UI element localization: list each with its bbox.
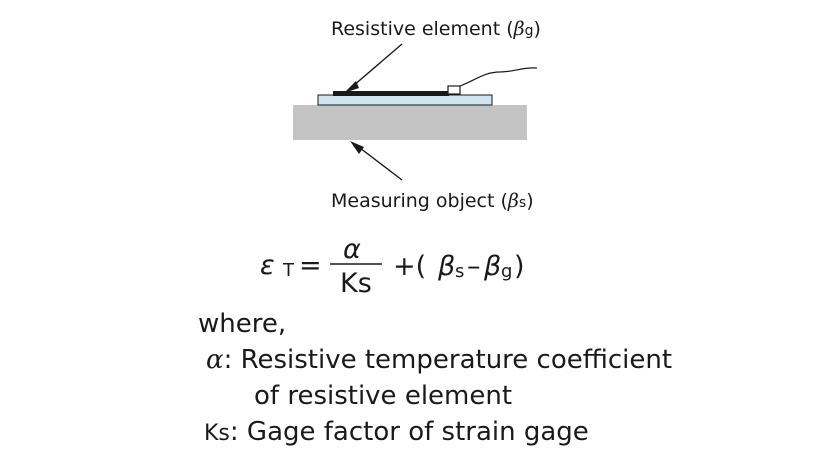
legend-ks-row: Ks: Gage factor of strain gage: [198, 414, 672, 452]
thermal-output-formula: ε T = α Ks +( β s – β g ): [260, 234, 525, 299]
formula-beta-s-sub: s: [455, 261, 464, 282]
measuring-object-label: Measuring object (βs): [331, 190, 534, 212]
resistive-element-label: Resistive element (βg): [331, 18, 541, 40]
lead-tab: [447, 85, 461, 95]
resistive-element-strip: [333, 91, 449, 96]
formula-beta-s: β: [437, 251, 455, 282]
formula-epsilon: ε: [260, 250, 275, 281]
resistive-element-arrowhead: [344, 81, 359, 93]
formula-beta-g-sub: g: [501, 261, 512, 282]
formula-denominator: Ks: [340, 268, 372, 299]
measuring-object-arrowhead: [350, 141, 364, 154]
legend-alpha-symbol: α: [206, 345, 224, 375]
resistive-element-arrow: [352, 43, 403, 87]
legend-alpha-text-cont: of resistive element: [254, 381, 513, 411]
formula-minus: –: [467, 251, 481, 282]
formula-epsilon-sub: T: [282, 260, 295, 281]
formula-legend: where, α: Resistive temperature coeffici…: [198, 306, 672, 452]
legend-intro: where,: [198, 309, 287, 339]
legend-alpha-row: α: Resistive temperature coefficient: [198, 342, 672, 378]
formula-equals: =: [299, 250, 322, 281]
formula-plus-open: +(: [393, 251, 426, 282]
measuring-object-arrow: [359, 147, 403, 181]
legend-ks-symbol: Ks: [204, 421, 230, 446]
legend-alpha-text: : Resistive temperature coefficient: [223, 345, 673, 375]
gage-base: [317, 94, 493, 106]
formula-close: ): [514, 251, 525, 282]
formula-numerator: α: [343, 234, 361, 265]
formula-beta-g: β: [483, 251, 501, 282]
measuring-object-block: [293, 105, 527, 140]
lead-wire: [459, 67, 538, 87]
legend-ks-text: : Gage factor of strain gage: [229, 417, 589, 447]
